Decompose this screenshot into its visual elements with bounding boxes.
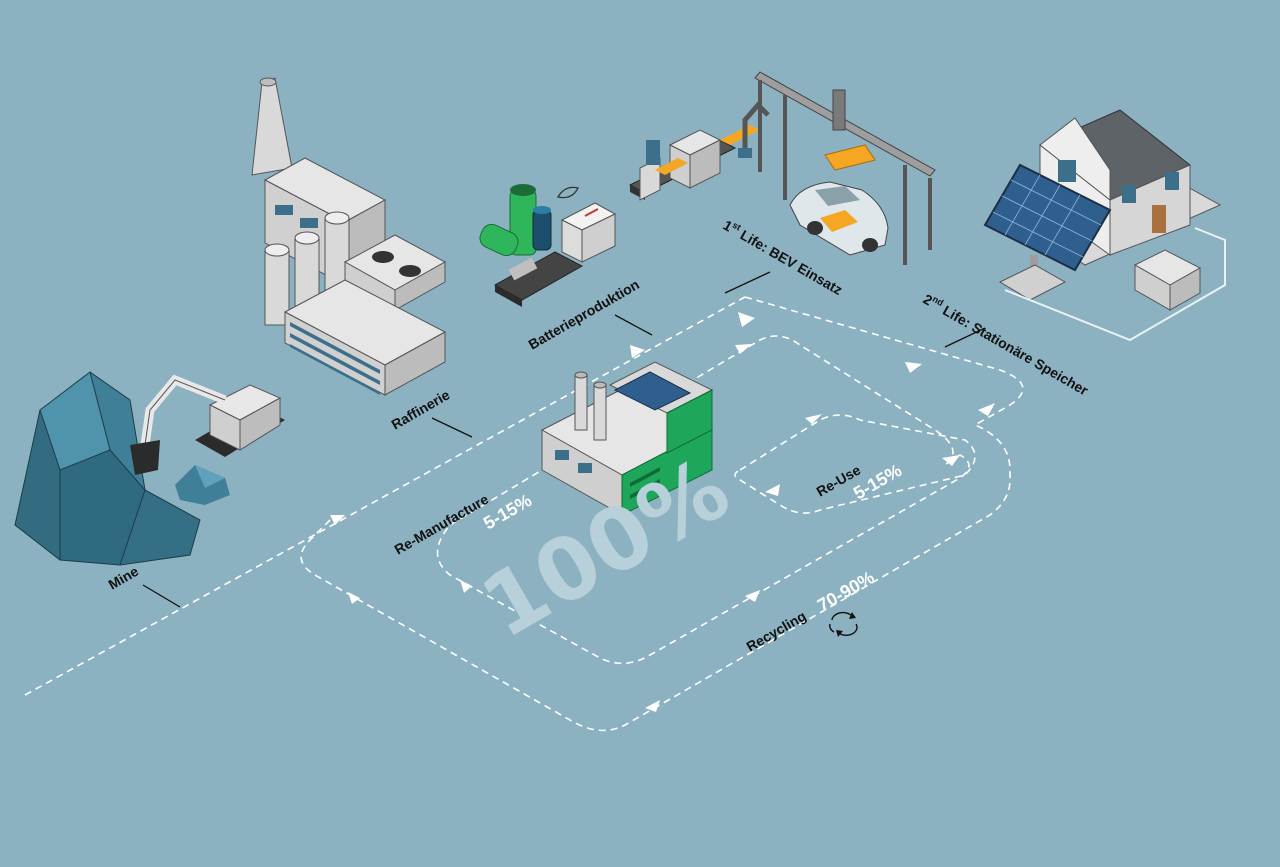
flow-lines	[24, 296, 1024, 732]
gantry-crane-icon	[754, 71, 936, 265]
recycling-percentage: 70-90%	[814, 567, 878, 615]
flow-arrow	[805, 414, 822, 424]
flow-arrow	[745, 590, 760, 602]
flow-arrow	[942, 455, 960, 466]
flow-arrow	[460, 580, 472, 593]
flow-arrow	[645, 700, 660, 712]
reuse-percentage: 5-15%	[850, 460, 905, 503]
battery-cells-icon	[479, 184, 617, 307]
assembly-line-icon	[628, 125, 760, 201]
label-recycling: Recycling	[744, 608, 809, 655]
recycle-icon	[829, 611, 858, 637]
factory-icon	[540, 361, 714, 516]
leader-lines	[142, 271, 986, 608]
flow-arrow	[905, 362, 922, 373]
solar-panel-icon	[983, 163, 1112, 301]
flow-arrow	[765, 484, 780, 496]
label-raffinerie: Raffinerie	[389, 386, 453, 432]
remanufacture-percentage: 5-15%	[480, 490, 535, 533]
refinery-icon	[251, 77, 447, 396]
leaf-icon	[556, 186, 579, 199]
mine-rock-icon	[14, 371, 230, 566]
robot-arm-icon	[738, 101, 770, 158]
electric-car-icon	[789, 181, 889, 256]
flow-arrow	[735, 344, 752, 354]
flow-arrow	[348, 592, 360, 604]
excavator-icon	[130, 374, 285, 475]
storage-unit-icon	[1004, 227, 1226, 342]
flow-arrow	[330, 515, 345, 525]
flow-arrow	[978, 403, 995, 416]
label-remanufacture: Re-Manufacture	[392, 491, 492, 558]
flow-arrow	[738, 312, 755, 327]
label-mine: Mine	[106, 563, 142, 593]
label-second-life: 2nd Life: Stationäre Speicher	[921, 290, 1092, 399]
flow-arrow	[630, 345, 645, 358]
